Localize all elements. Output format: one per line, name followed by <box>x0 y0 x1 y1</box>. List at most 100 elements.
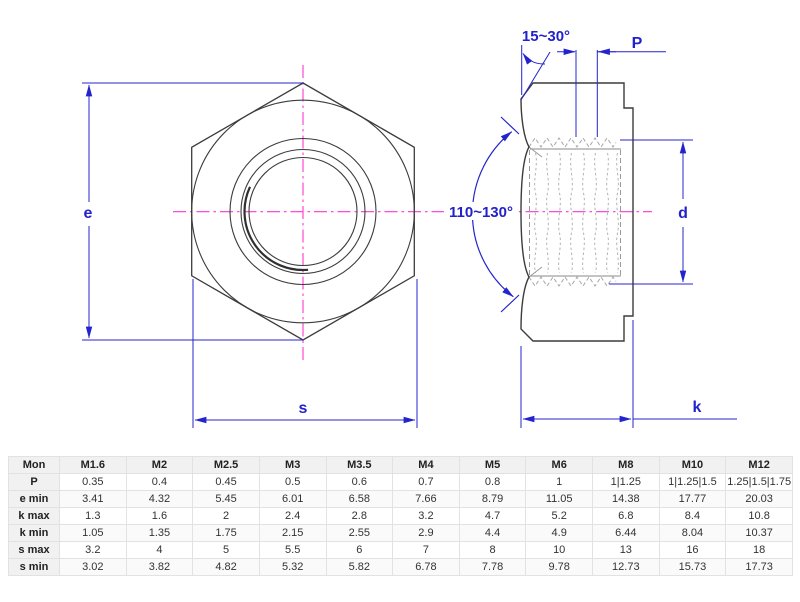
value-cell: 7.66 <box>392 490 460 508</box>
technical-drawing: e s <box>82 28 737 428</box>
value-cell: 9.78 <box>525 558 593 576</box>
dimension-d <box>609 139 693 285</box>
value-cell: 10 <box>525 541 593 559</box>
value-cell: 1 <box>525 473 593 491</box>
value-cell: 4.9 <box>525 524 593 542</box>
column-header: M3 <box>258 456 327 474</box>
value-cell: 8 <box>458 541 527 559</box>
value-cell: 4.4 <box>458 524 527 542</box>
column-header: M12 <box>725 456 793 474</box>
dimension-s <box>192 279 418 428</box>
label-k: k <box>693 399 702 416</box>
column-header: M1.6 <box>59 456 127 474</box>
dimension-pitch <box>557 48 666 137</box>
row-label: s min <box>8 558 60 576</box>
value-cell: 20.03 <box>725 490 793 508</box>
row-label: k max <box>8 507 60 525</box>
thread-texture <box>528 137 621 287</box>
value-cell: 17.73 <box>725 558 793 576</box>
value-cell: 4 <box>125 541 194 559</box>
value-cell: 8.79 <box>458 490 527 508</box>
value-cell: 0.6 <box>325 473 394 491</box>
value-cell: 14.38 <box>592 490 660 508</box>
dimension-chamfer-angle <box>520 45 551 101</box>
value-cell: 1.3 <box>59 507 127 525</box>
value-cell: 5.32 <box>258 558 327 576</box>
value-cell: 0.35 <box>59 473 127 491</box>
column-header: M3.5 <box>325 456 394 474</box>
inscribed-circle <box>191 99 415 324</box>
value-cell: 1.35 <box>125 524 194 542</box>
value-cell: 0.7 <box>392 473 460 491</box>
value-cell: 0.45 <box>192 473 260 491</box>
countersink-edge-top <box>528 146 543 158</box>
value-cell: 6.58 <box>325 490 394 508</box>
value-cell: 3.02 <box>59 558 127 576</box>
value-cell: 1|1.25 <box>592 473 660 491</box>
value-cell: 15.73 <box>658 558 727 576</box>
value-cell: 1.75 <box>192 524 260 542</box>
value-cell: 6.78 <box>392 558 460 576</box>
row-label: s max <box>8 541 60 559</box>
value-cell: 1.05 <box>59 524 127 542</box>
hex-nut-side-view: 15~30° P 110~130° <box>444 28 737 428</box>
value-cell: 0.5 <box>258 473 327 491</box>
value-cell: 2 <box>192 507 260 525</box>
value-cell: 6.44 <box>592 524 660 542</box>
corner-header-cell: Mon <box>8 456 60 474</box>
row-label: P <box>8 473 60 491</box>
value-cell: 3.41 <box>59 490 127 508</box>
value-cell: 4.82 <box>192 558 260 576</box>
value-cell: 5 <box>192 541 260 559</box>
thread-helix-lines <box>534 152 619 274</box>
value-cell: 1|1.25|1.5 <box>658 473 727 491</box>
value-cell: 3.2 <box>392 507 460 525</box>
chamfer-slant-line <box>520 51 551 101</box>
value-cell: 2.55 <box>325 524 394 542</box>
countersink-tick-top <box>500 116 520 135</box>
value-cell: 17.77 <box>658 490 727 508</box>
column-header: M2 <box>125 456 194 474</box>
dimension-k <box>520 320 737 428</box>
value-cell: 2.15 <box>258 524 327 542</box>
value-cell: 5.5 <box>258 541 327 559</box>
label-s: s <box>299 400 308 417</box>
countersink-label-backdrop <box>444 202 516 220</box>
value-cell: 5.45 <box>192 490 260 508</box>
centerlines <box>173 65 652 360</box>
chamfer-circle <box>229 137 377 286</box>
column-header: M4 <box>392 456 460 474</box>
value-cell: 4.7 <box>458 507 527 525</box>
value-cell: 1.25|1.5|1.75 <box>725 473 793 491</box>
chamfer-angle-arc <box>522 53 546 65</box>
value-cell: 11.05 <box>525 490 593 508</box>
column-header: M8 <box>592 456 660 474</box>
value-cell: 12.73 <box>592 558 660 576</box>
thread-major-circle <box>240 148 366 275</box>
countersink-edge-bottom <box>528 266 543 278</box>
value-cell: 18 <box>725 541 793 559</box>
thread-minor-circle <box>248 156 358 267</box>
value-cell: 7 <box>392 541 460 559</box>
column-header: M6 <box>525 456 593 474</box>
row-label: e min <box>8 490 60 508</box>
value-cell: 7.78 <box>458 558 527 576</box>
column-header: M2.5 <box>192 456 260 474</box>
column-header: M10 <box>658 456 727 474</box>
label-e: e <box>84 205 93 222</box>
value-cell: 8.04 <box>658 524 727 542</box>
value-cell: 16 <box>658 541 727 559</box>
label-chamfer-angle: 15~30° <box>522 28 570 45</box>
value-cell: 5.2 <box>525 507 593 525</box>
label-countersink-angle: 110~130° <box>449 204 513 221</box>
value-cell: 13 <box>592 541 660 559</box>
